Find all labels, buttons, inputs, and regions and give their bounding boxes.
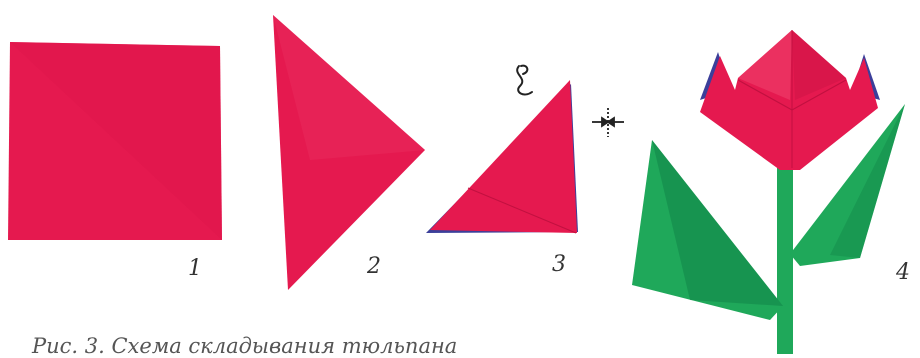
step4-tulip xyxy=(632,30,905,354)
figure-caption: Рис. 3. Схема складывания тюльпана xyxy=(32,334,457,358)
scribble-mark-icon xyxy=(517,66,532,95)
fold-arrows-icon xyxy=(592,108,624,137)
step3-triangle xyxy=(430,80,577,233)
tulip-stem xyxy=(777,168,793,354)
step1-number: 1 xyxy=(188,256,202,281)
step3-number: 3 xyxy=(552,252,566,277)
step4-number: 4 xyxy=(896,260,910,285)
step2-number: 2 xyxy=(367,254,381,279)
